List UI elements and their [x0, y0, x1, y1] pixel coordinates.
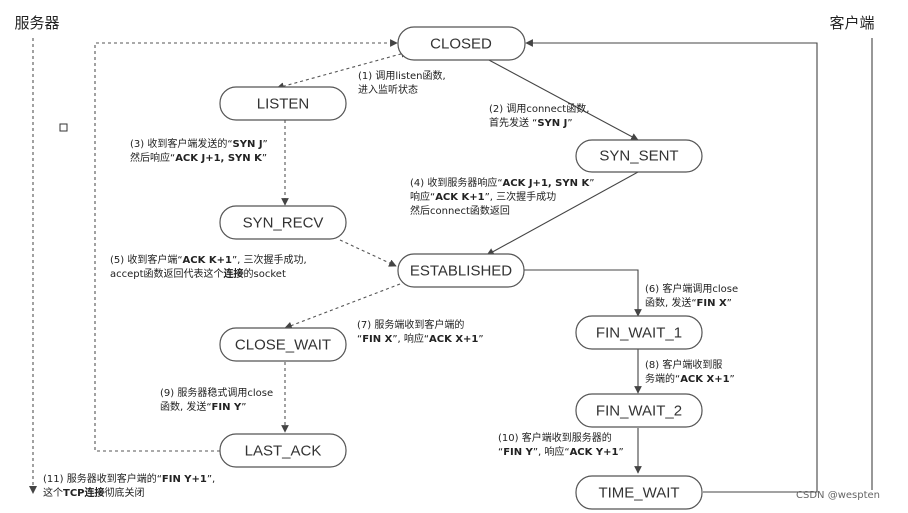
- square-marker: [59, 123, 68, 132]
- server-side-label: 服务器: [14, 14, 59, 32]
- arrow-established-closewait: [284, 283, 401, 330]
- note-7: (7) 服务端收到客户端的 “FIN X”, 响应“ACK X+1”: [357, 318, 484, 345]
- state-last-ack: LAST_ACK: [219, 433, 347, 468]
- state-syn-sent: SYN_SENT: [575, 139, 703, 173]
- note-4: (4) 收到服务器响应“ACK J+1, SYN K” 响应“ACK K+1”,…: [410, 176, 598, 217]
- state-time-wait: TIME_WAIT: [575, 475, 703, 510]
- arrow-synsent-established: [486, 171, 639, 256]
- state-closed-label: CLOSED: [430, 36, 492, 53]
- state-listen: LISTEN: [219, 86, 347, 121]
- watermark: CSDN @wespten: [796, 490, 880, 501]
- state-closed: CLOSED: [397, 26, 526, 61]
- state-time-wait-label: TIME_WAIT: [598, 485, 679, 502]
- state-last-ack-label: LAST_ACK: [245, 443, 322, 460]
- state-syn-recv: SYN_RECV: [219, 205, 347, 240]
- note-1: (1) 调用listen函数, 进入监听状态: [358, 69, 449, 96]
- state-fin-wait-1-label: FIN_WAIT_1: [596, 325, 682, 342]
- state-syn-recv-label: SYN_RECV: [243, 215, 324, 232]
- state-established: ESTABLISHED: [397, 253, 525, 288]
- arrow-closed-synsent: [486, 58, 639, 141]
- client-side-label: 客户端: [829, 14, 874, 32]
- state-listen-label: LISTEN: [257, 96, 310, 113]
- state-syn-sent-label: SYN_SENT: [599, 148, 678, 165]
- note-2: (2) 调用connect函数, 首先发送 “SYN J”: [489, 102, 593, 129]
- state-fin-wait-2: FIN_WAIT_2: [575, 393, 703, 428]
- state-established-label: ESTABLISHED: [410, 263, 512, 280]
- arrow-lastack-closed: [94, 39, 398, 452]
- note-6: (6) 客户端调用close 函数, 发送“FIN X”: [645, 282, 741, 309]
- arrow-timewait-closed: [525, 39, 818, 493]
- arrow-closed-listen: [276, 50, 409, 90]
- note-3: (3) 收到客户端发送的“SYN J” 然后响应“ACK J+1, SYN K”: [130, 137, 271, 164]
- server-timeline-arrow: [29, 486, 37, 494]
- note-10: (10) 客户端收到服务器的 “FIN Y”, 响应“ACK Y+1”: [498, 431, 624, 458]
- note-5: (5) 收到客户端“ACK K+1”, 三次握手成功, accept函数返回代表…: [110, 253, 310, 280]
- arrow-established-finwait1: [517, 269, 642, 317]
- note-11: (11) 服务器收到客户端的“FIN Y+1”, 这个TCP连接彻底关闭: [43, 472, 218, 499]
- arrow-synrecv-established: [339, 239, 397, 267]
- note-8: (8) 客户端收到服 务端的“ACK X+1”: [645, 358, 735, 385]
- state-close-wait: CLOSE_WAIT: [219, 327, 347, 362]
- state-close-wait-label: CLOSE_WAIT: [235, 337, 331, 354]
- state-fin-wait-1: FIN_WAIT_1: [575, 315, 703, 350]
- note-9: (9) 服务器稳式调用close 函数, 发送“FIN Y”: [160, 386, 276, 413]
- state-fin-wait-2-label: FIN_WAIT_2: [596, 403, 682, 420]
